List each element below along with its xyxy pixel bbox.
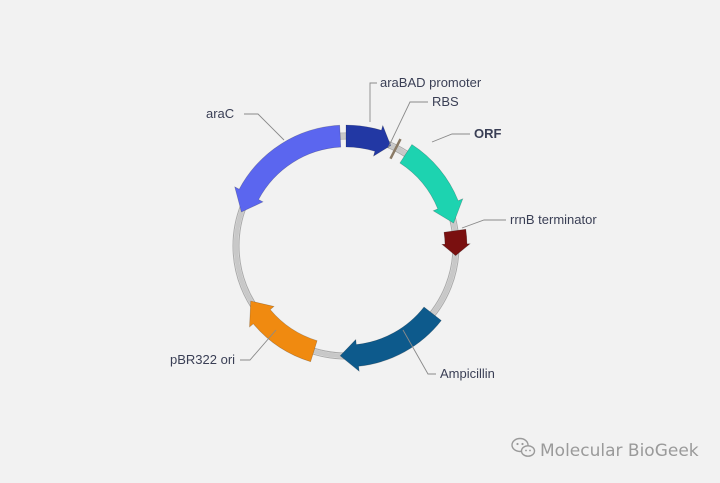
label-orf: ORF: [474, 126, 502, 141]
label-pbr322-ori: pBR322 ori: [170, 352, 235, 367]
label-ampicillin: Ampicillin: [440, 366, 495, 381]
label-arac: araC: [206, 106, 234, 121]
ampicillin-arrow: [339, 306, 442, 373]
leader-ampicillin: [402, 329, 436, 375]
orf-arrow: [399, 144, 464, 224]
watermark: Molecular BioGeek: [511, 437, 699, 461]
arac-arrow: [234, 124, 342, 213]
label-rbs: RBS: [432, 94, 459, 109]
leader-rrnb-terminator: [461, 219, 506, 229]
label-rrnb-terminator: rrnB terminator: [510, 212, 597, 227]
leader-pbr322-ori: [240, 329, 277, 361]
leader-orf: [431, 133, 470, 143]
leader-rbs: [387, 101, 428, 149]
watermark-text: Molecular BioGeek: [540, 441, 699, 461]
leader-arabad-promoter: [369, 82, 377, 122]
leader-arac: [244, 113, 285, 141]
arabad-promoter-arrow: [345, 124, 392, 157]
pbr322-ori-arrow: [249, 300, 318, 363]
label-arabad-promoter: araBAD promoter: [380, 75, 482, 90]
wechat-icon: [511, 437, 536, 457]
rbs-marker: [389, 138, 402, 160]
rrnb-terminator-arrow: [441, 228, 471, 256]
